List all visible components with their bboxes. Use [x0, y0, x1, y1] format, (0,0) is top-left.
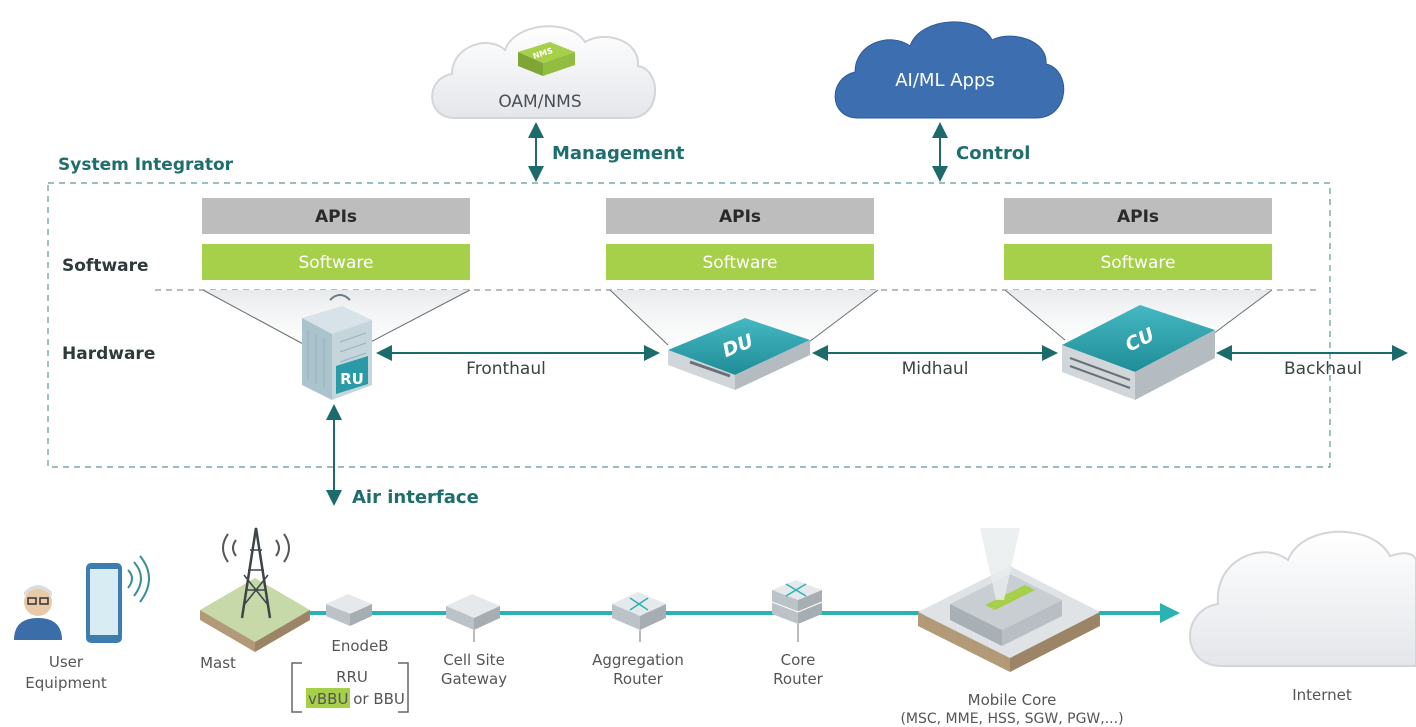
vbbu-label: vBBU: [308, 690, 348, 708]
mobile-core-detail-label: (MSC, MME, HSS, SGW, PGW,...): [900, 711, 1123, 727]
software-bar: [1004, 244, 1272, 280]
api-bar: [1004, 198, 1272, 234]
aiml-apps-cloud: AI/ML Apps: [834, 21, 1065, 119]
software-label: Software: [299, 253, 374, 273]
core-router-icon: [771, 580, 823, 642]
mobile-core-icon: [918, 528, 1100, 672]
api-label: APIs: [719, 207, 761, 227]
user-avatar-icon: [14, 585, 62, 640]
vbbu-text: vBBU or BBU: [308, 690, 405, 708]
mast-label: Mast: [200, 654, 236, 672]
enodeb-icon: [326, 594, 372, 626]
internet-label: Internet: [1292, 686, 1352, 704]
ru-device-label: RU: [340, 370, 364, 388]
api-label: APIs: [1117, 207, 1159, 227]
rru-label: RRU: [336, 668, 368, 686]
vbbu-highlight: [306, 688, 350, 708]
du-cone: [610, 290, 878, 345]
stack-ru: APIs Software: [202, 198, 470, 280]
air-interface-label: Air interface: [352, 487, 479, 508]
mast-icon: [200, 527, 310, 652]
api-label: APIs: [315, 207, 357, 227]
rru-bracket: [291, 662, 409, 713]
software-label: Software: [1101, 253, 1176, 273]
nms-server-icon: NMS: [518, 42, 575, 76]
oam-nms-label: OAM/NMS: [498, 92, 581, 112]
management-label: Management: [552, 143, 685, 164]
software-layer-label: Software: [62, 256, 149, 276]
core-router-label-2: Router: [773, 670, 824, 688]
ru-device-icon: RU: [302, 294, 372, 400]
core-router-label-1: Core: [781, 651, 816, 669]
aiml-apps-label: AI/ML Apps: [895, 70, 995, 91]
cell-site-gateway-label-2: Gateway: [441, 670, 507, 688]
enodeb-label: EnodeB: [331, 637, 388, 655]
system-integrator-box: [47, 182, 1331, 468]
mobile-core-label: Mobile Core: [968, 691, 1057, 709]
user-equipment-label-2: Equipment: [25, 674, 107, 692]
fronthaul-label: Fronthaul: [466, 359, 546, 379]
software-label: Software: [703, 253, 778, 273]
api-bar: [202, 198, 470, 234]
control-label: Control: [956, 143, 1030, 164]
aggregation-router-label-2: Router: [613, 670, 664, 688]
cell-site-gateway-icon: [446, 594, 500, 642]
aggregation-router-label-1: Aggregation: [592, 651, 684, 669]
internet-cloud-icon: [1189, 530, 1416, 667]
stack-du: APIs Software: [606, 198, 874, 280]
aggregation-router-icon: [612, 592, 666, 642]
user-equipment-label-1: User: [49, 653, 84, 671]
or-bbu-label: or BBU: [348, 690, 404, 708]
backhaul-label: Backhaul: [1284, 359, 1362, 379]
du-device-icon: DU: [668, 318, 810, 390]
software-bar: [606, 244, 874, 280]
cu-device-icon: CU: [1062, 305, 1215, 400]
software-bar: [202, 244, 470, 280]
phone-icon: [86, 555, 150, 643]
hardware-layer-label: Hardware: [62, 344, 155, 364]
system-integrator-label: System Integrator: [58, 155, 234, 175]
api-bar: [606, 198, 874, 234]
stack-cu: APIs Software: [1004, 198, 1272, 280]
cell-site-gateway-label-1: Cell Site: [443, 651, 505, 669]
oam-nms-cloud: NMS OAM/NMS: [431, 25, 657, 119]
midhaul-label: Midhaul: [902, 359, 969, 379]
